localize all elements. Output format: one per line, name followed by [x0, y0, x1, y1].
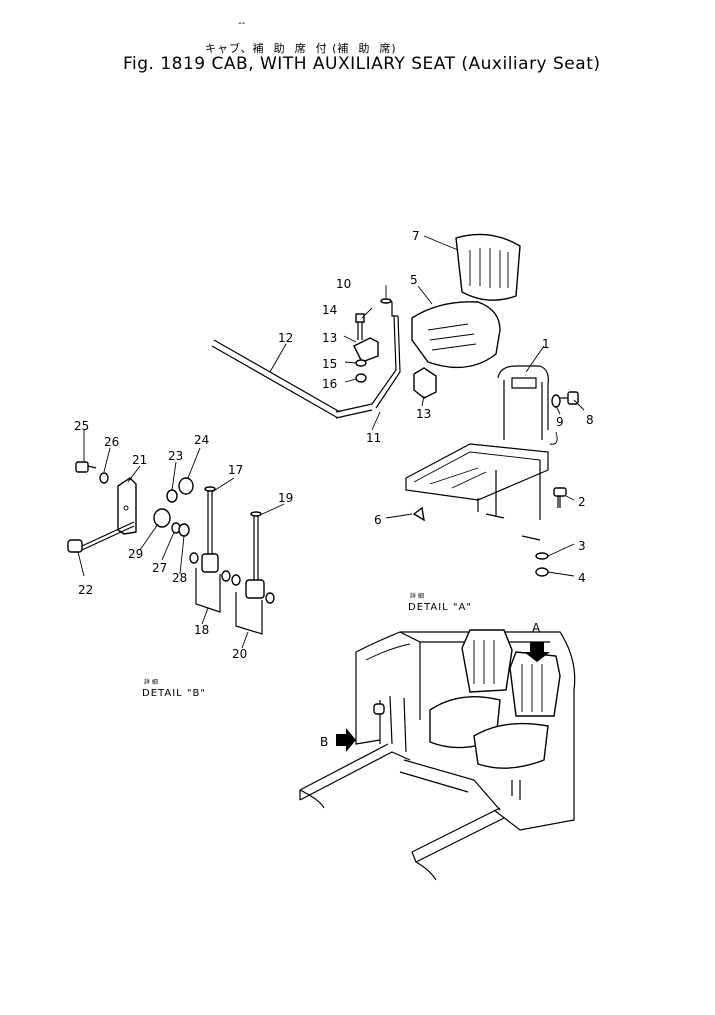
part-number: 6 [374, 513, 382, 527]
part-number: 11 [366, 431, 381, 445]
arrow-b-icon [336, 728, 356, 752]
washer-15 [355, 359, 367, 367]
nut-28 [178, 523, 190, 537]
part-number: 25 [74, 419, 89, 433]
part-numbers: 7 5 1 8 9 10 14 13 15 16 12 11 13 2 3 4 … [74, 229, 594, 661]
detail-b-label: DETAIL "B" [142, 688, 206, 699]
bolt-2 [553, 487, 567, 508]
header-mark: -- [238, 18, 246, 29]
bolt-25 [75, 461, 97, 473]
part-number: 16 [322, 377, 337, 391]
part-number: 4 [578, 571, 586, 585]
lever-18 [189, 486, 231, 613]
bracket-13-lower [413, 367, 437, 399]
part-number: 27 [152, 561, 167, 575]
part-number: 15 [322, 357, 337, 371]
part-number: 7 [412, 229, 420, 243]
bushing-29 [153, 508, 171, 528]
washer-26 [99, 472, 109, 484]
part-number: 23 [168, 449, 183, 463]
leader-lines [77, 235, 585, 649]
nut-24 [178, 477, 194, 495]
part-number: 17 [228, 463, 243, 477]
seat-cushion [411, 301, 501, 369]
part-number: 29 [128, 547, 143, 561]
part-number: 13 [322, 331, 337, 345]
washer-23 [166, 489, 178, 503]
part-number: 26 [104, 435, 119, 449]
clip-6 [412, 506, 425, 522]
part-number: 14 [322, 303, 337, 317]
part-number: 1 [542, 337, 550, 351]
japanese-title: キャブ、補 助 席 付 (補 助 席) [205, 42, 397, 55]
bracket-13-upper [353, 337, 379, 363]
part-number: 5 [410, 273, 418, 287]
figure-title: Fig. 1819 CAB, WITH AUXILIARY SEAT (Auxi… [123, 54, 601, 74]
part-number: 21 [132, 453, 147, 467]
arrow-b-label: B [320, 735, 328, 749]
arrow-a-label: A [532, 621, 541, 635]
lever-20 [231, 511, 275, 635]
detail-b-jp: 詳 細 [144, 678, 158, 686]
detail-a-label: DETAIL "A" [408, 602, 472, 613]
part-number: 13 [416, 407, 431, 421]
washer-3 [535, 552, 549, 560]
cab-assembly [299, 629, 576, 881]
part-number: 2 [578, 495, 586, 509]
seat-frame [405, 365, 558, 541]
part-number: 10 [336, 277, 351, 291]
stay [371, 298, 401, 409]
part-number: 12 [278, 331, 293, 345]
detail-a-jp: 詳 細 [410, 592, 424, 600]
part-number: 19 [278, 491, 293, 505]
nut-16 [355, 373, 367, 383]
bolt-14 [355, 313, 365, 340]
nut-4 [535, 567, 549, 577]
part-number: 28 [172, 571, 187, 585]
part-number: 9 [556, 415, 564, 429]
bolt-8 [551, 391, 579, 408]
arrow-a-icon [524, 642, 550, 662]
part-number: 20 [232, 647, 247, 661]
part-number: 3 [578, 539, 586, 553]
part-number: 18 [194, 623, 209, 637]
part-number: 24 [194, 433, 209, 447]
part-number: 8 [586, 413, 594, 427]
bolt-22 [67, 521, 135, 553]
support-bar [211, 339, 373, 419]
back-cushion [455, 233, 521, 301]
part-number: 22 [78, 583, 93, 597]
